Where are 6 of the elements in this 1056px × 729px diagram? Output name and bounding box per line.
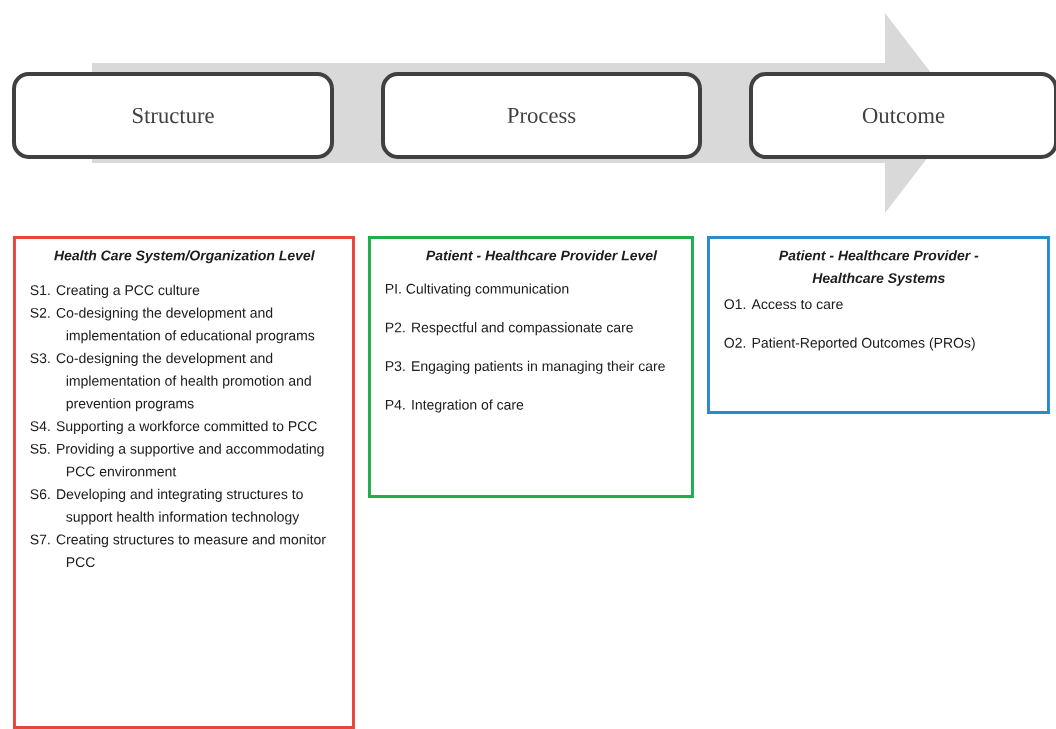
- level-box: Patient - Healthcare Provider Level PI. Cultivating communication P2. Respectful and compassionate care P3. Engaging patients in managing their care P4. Integration of care: [368, 236, 694, 498]
- level-box: Patient - Healthcare Provider - Healthcare Systems O1. Access to care O2. Patient-Reported Outcomes (PROs): [707, 236, 1050, 414]
- stage-box: Process: [381, 72, 702, 159]
- level-box: Health Care System/Organization Level S1. Creating a PCC culture S2. Co-designing the development and implementation of educational programs S3. Co-designing the development and implementation of health promotion and prevention programs S4. Supporting a workforce committed to PCC S5. Providing a supportive and accommodating PCC environment S6. Developing and integrating structures to support health information technology S7. Creating structures to measure and monitor PCC: [13, 236, 355, 729]
- stage-box: Structure: [12, 72, 334, 159]
- stage-box: Outcome: [749, 72, 1056, 159]
